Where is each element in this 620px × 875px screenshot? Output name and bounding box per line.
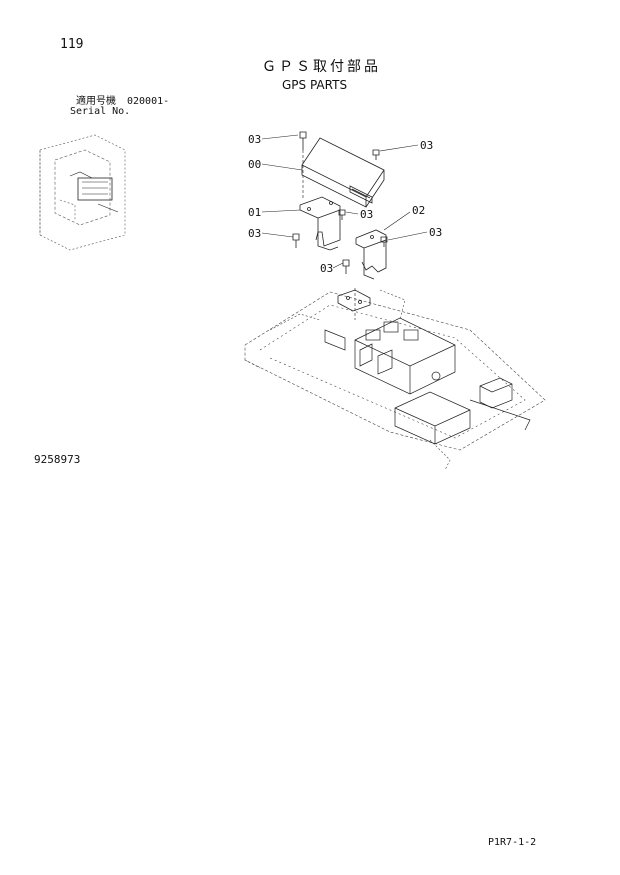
title-english: GPS PARTS xyxy=(282,78,348,92)
bracket-02 xyxy=(355,229,387,280)
leader-lines xyxy=(261,134,428,320)
control-valve-block xyxy=(324,317,456,395)
drawing-number: 9258973 xyxy=(34,453,81,466)
serial-value: 020001- xyxy=(127,96,170,107)
serial-label-japanese: 適用号機 xyxy=(76,96,116,107)
gps-controller-box xyxy=(301,137,385,208)
page-code: P1R7-1-2 xyxy=(488,837,537,848)
machine-frame xyxy=(244,289,546,471)
callout-02: 02 xyxy=(412,204,425,217)
callout-labels: 03 03 00 01 03 02 03 03 03 xyxy=(248,133,442,275)
callout-03: 03 xyxy=(248,227,261,240)
callout-03: 03 xyxy=(420,139,433,152)
page-number: 119 xyxy=(60,37,84,52)
callout-03: 03 xyxy=(429,226,442,239)
bracket-01 xyxy=(299,196,341,251)
callout-03: 03 xyxy=(248,133,261,146)
callout-03: 03 xyxy=(320,262,333,275)
frame-component-box xyxy=(394,377,531,445)
title-japanese: ＧＰＳ取付部品 xyxy=(262,59,381,75)
callout-00: 00 xyxy=(248,158,261,171)
callout-03: 03 xyxy=(360,208,373,221)
serial-label-english: Serial No. xyxy=(70,106,131,117)
frame-mount-plate xyxy=(337,289,371,312)
bolts-03 xyxy=(292,131,388,274)
locator-thumbnail xyxy=(39,134,126,251)
callout-01: 01 xyxy=(248,206,261,219)
